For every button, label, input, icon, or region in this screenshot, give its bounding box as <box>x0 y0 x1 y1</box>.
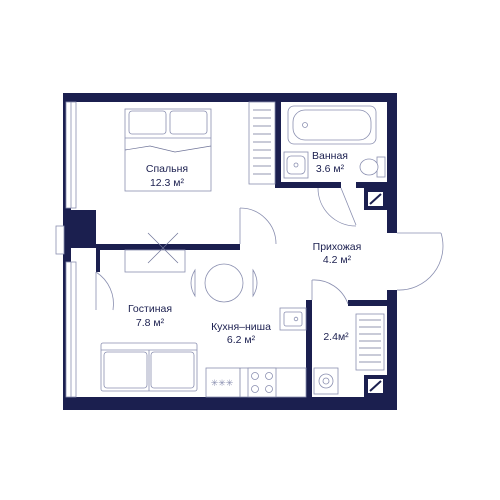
storage-area: 2.4м² <box>323 331 349 343</box>
bathroom-area: 3.6 м² <box>316 163 345 175</box>
bathroom: Ванная 3.6 м² <box>283 105 386 227</box>
bedroom-door[interactable] <box>239 207 277 245</box>
storage-shelves <box>355 313 385 371</box>
wall-top <box>63 93 397 102</box>
wall-bottom <box>63 397 397 410</box>
svg-text:✳✳✳: ✳✳✳ <box>211 378 234 388</box>
living-room: Гостиная 7.8 м² <box>95 232 258 392</box>
toilet-icon <box>359 156 386 178</box>
bathroom-name: Ванная <box>312 150 348 162</box>
bathroom-door[interactable] <box>317 187 357 227</box>
sink-icon <box>283 151 309 179</box>
bedroom: Спальня 12.3 м² <box>124 101 277 245</box>
washing-machine-icon <box>313 367 339 395</box>
entrance-door[interactable] <box>396 232 444 291</box>
window-balcony <box>55 225 65 255</box>
hallway-area: 4.2 м² <box>323 254 352 266</box>
wall-storage-top <box>348 300 387 306</box>
stove-icon <box>247 367 277 398</box>
sink-icon <box>279 307 307 331</box>
storage: 2.4м² <box>311 279 385 395</box>
wall-left-pillar <box>63 210 96 248</box>
kitchen-area: 6.2 м² <box>227 334 256 346</box>
wall-bed-bottom <box>96 244 240 250</box>
wall-bath-bottom <box>281 182 341 188</box>
hallway: Прихожая 4.2 м² <box>313 232 444 291</box>
kitchen: ✳✳✳ Кухня–ниша 6.2 м² <box>205 307 307 398</box>
bedroom-name: Спальня <box>146 163 188 175</box>
sofa-icon <box>100 342 198 392</box>
wall-bed-bath <box>275 93 281 188</box>
wall-right-upper <box>387 93 397 233</box>
hallway-name: Прихожая <box>313 241 362 253</box>
shaft-icon <box>368 192 383 393</box>
dining-table-icon <box>190 263 258 303</box>
living-area: 7.8 м² <box>136 317 165 329</box>
bedroom-area: 12.3 м² <box>150 177 185 189</box>
wardrobe-icon <box>248 101 276 185</box>
kitchen-name: Кухня–ниша <box>211 321 271 333</box>
bathtub-icon <box>287 105 377 145</box>
living-door[interactable] <box>95 271 114 311</box>
wall-right-lower <box>387 290 397 410</box>
storage-door[interactable] <box>311 279 349 305</box>
wall-bath-right <box>356 182 387 188</box>
living-name: Гостиная <box>128 303 172 315</box>
windows <box>55 101 77 398</box>
wall-storage-left <box>306 300 312 397</box>
tv-cabinet-icon <box>124 232 186 273</box>
bed-icon <box>124 108 212 192</box>
wall-living-stub <box>96 250 100 272</box>
